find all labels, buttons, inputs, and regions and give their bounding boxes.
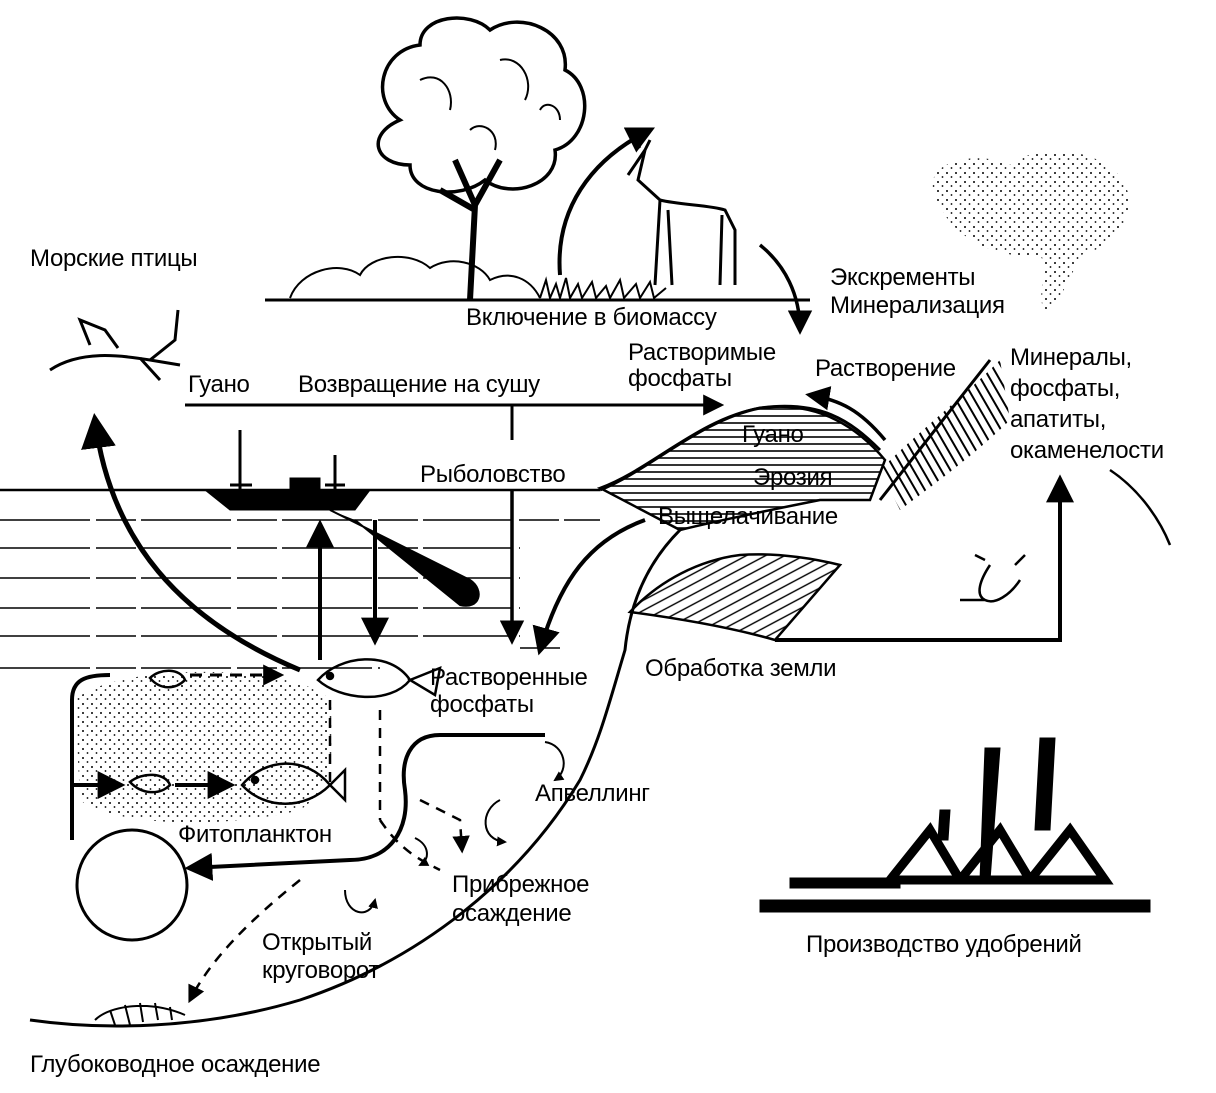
label-minerals-2: фосфаты, [1010, 375, 1121, 402]
factory-icon [759, 737, 1151, 913]
sea-surface [0, 488, 600, 669]
mineral-slope [880, 360, 1010, 510]
phytoplankton-cloud [75, 671, 334, 823]
small-fish-icon [128, 669, 187, 794]
land-surface [265, 255, 810, 302]
fish-skeleton-icon [94, 1002, 186, 1026]
label-minerals-4: окаменелости [1010, 437, 1164, 464]
mountain-edge [1109, 468, 1172, 546]
label-dissolution: Растворение [815, 355, 956, 382]
label-upwelling: Апвеллинг [535, 780, 650, 807]
label-seabirds: Морские птицы [30, 245, 198, 272]
label-fishing: Рыболовство [420, 461, 566, 488]
label-minerals-1: Минералы, [1010, 344, 1132, 371]
smoke-cloud [932, 151, 1129, 315]
cultivated-field [627, 553, 843, 642]
slope-line [878, 359, 992, 501]
label-inclusion-biomass: Включение в биомассу [466, 304, 717, 331]
label-open-cycle-1: Открытый [262, 929, 373, 956]
label-excrements: Экскременты [830, 264, 976, 291]
label-fertilizer-production: Производство удобрений [806, 931, 1082, 958]
label-return-to-land: Возвращение на сушу [298, 371, 540, 398]
flow-arrows [70, 127, 1074, 1004]
label-dissolved-phosphates-1: Растворенные [430, 664, 588, 691]
label-coastal-sedimentation-2: осаждение [452, 900, 572, 927]
label-mineralization: Минерализация [830, 292, 1005, 319]
label-land-cultivation: Обработка земли [645, 655, 837, 682]
label-guano-slope: Гуано [742, 421, 804, 448]
gazelle-icon [626, 137, 737, 286]
coastal-hill [596, 405, 887, 532]
label-open-cycle-2: круговорот [262, 957, 380, 984]
sediment-circle [75, 828, 189, 942]
label-soluble-phosphates-1: Растворимые [628, 339, 776, 366]
label-guano-top: Гуано [188, 371, 250, 398]
label-leaching: Выщелачивание [658, 503, 838, 530]
skull-icon [960, 553, 1026, 603]
label-phytoplankton: Фитопланктон [178, 821, 332, 848]
label-minerals-3: апатиты, [1010, 406, 1107, 433]
seabird-icon [49, 309, 181, 382]
fish-icon-1 [316, 658, 442, 699]
tree-icon [376, 16, 587, 301]
label-dissolved-phosphates-2: фосфаты [430, 691, 534, 718]
fish-icon-2 [240, 762, 347, 805]
label-erosion: Эрозия [753, 464, 833, 491]
label-soluble-phosphates-2: фосфаты [628, 365, 732, 392]
label-coastal-sedimentation-1: Прибрежное [452, 871, 590, 898]
label-deep-sedimentation: Глубоководное осаждение [30, 1051, 321, 1078]
fishing-boat-icon [203, 430, 371, 511]
fishing-net [329, 509, 480, 607]
